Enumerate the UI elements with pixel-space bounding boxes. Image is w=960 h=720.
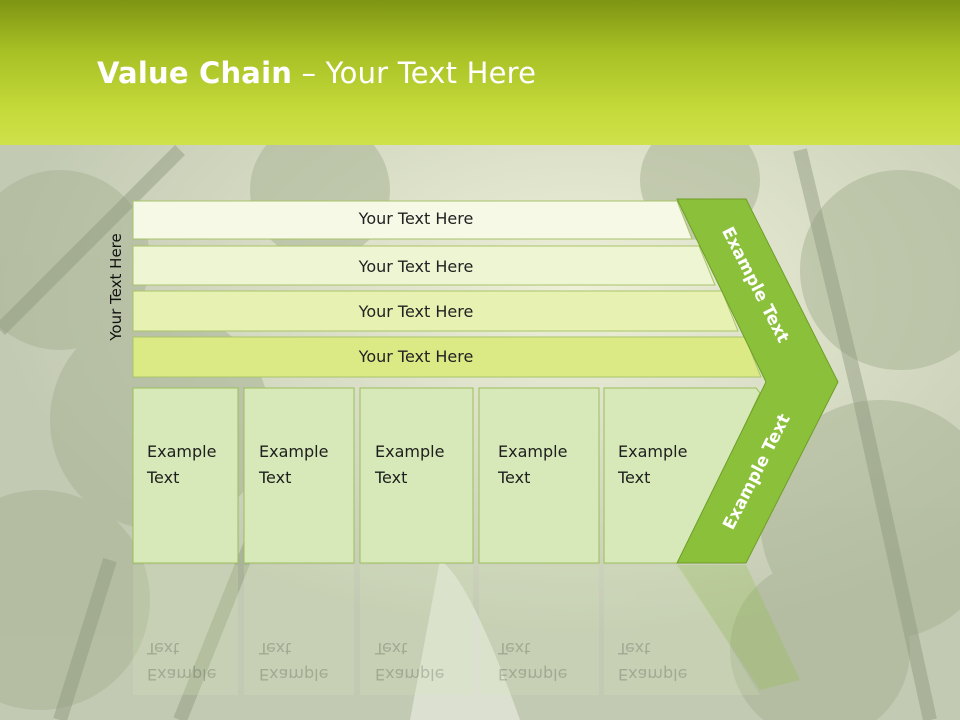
slide-title: Value Chain – Your Text Here (97, 56, 536, 90)
band-1-label: Your Text Here (358, 209, 474, 228)
band-2-label: Your Text Here (358, 257, 474, 276)
band-1 (132, 200, 693, 240)
band-4-label: Your Text Here (358, 347, 474, 366)
chevron-arrow (676, 198, 839, 564)
band-2 (132, 245, 716, 286)
title-bold: Value Chain (97, 56, 293, 90)
title-rest: – Your Text Here (292, 56, 537, 90)
box-1 (132, 387, 239, 564)
box-3 (359, 387, 474, 564)
band-3-label: Your Text Here (358, 302, 474, 321)
box-4 (478, 387, 600, 564)
band-4 (132, 336, 762, 378)
band-3 (132, 290, 739, 332)
box-2 (243, 387, 355, 564)
header-bar (0, 0, 960, 145)
